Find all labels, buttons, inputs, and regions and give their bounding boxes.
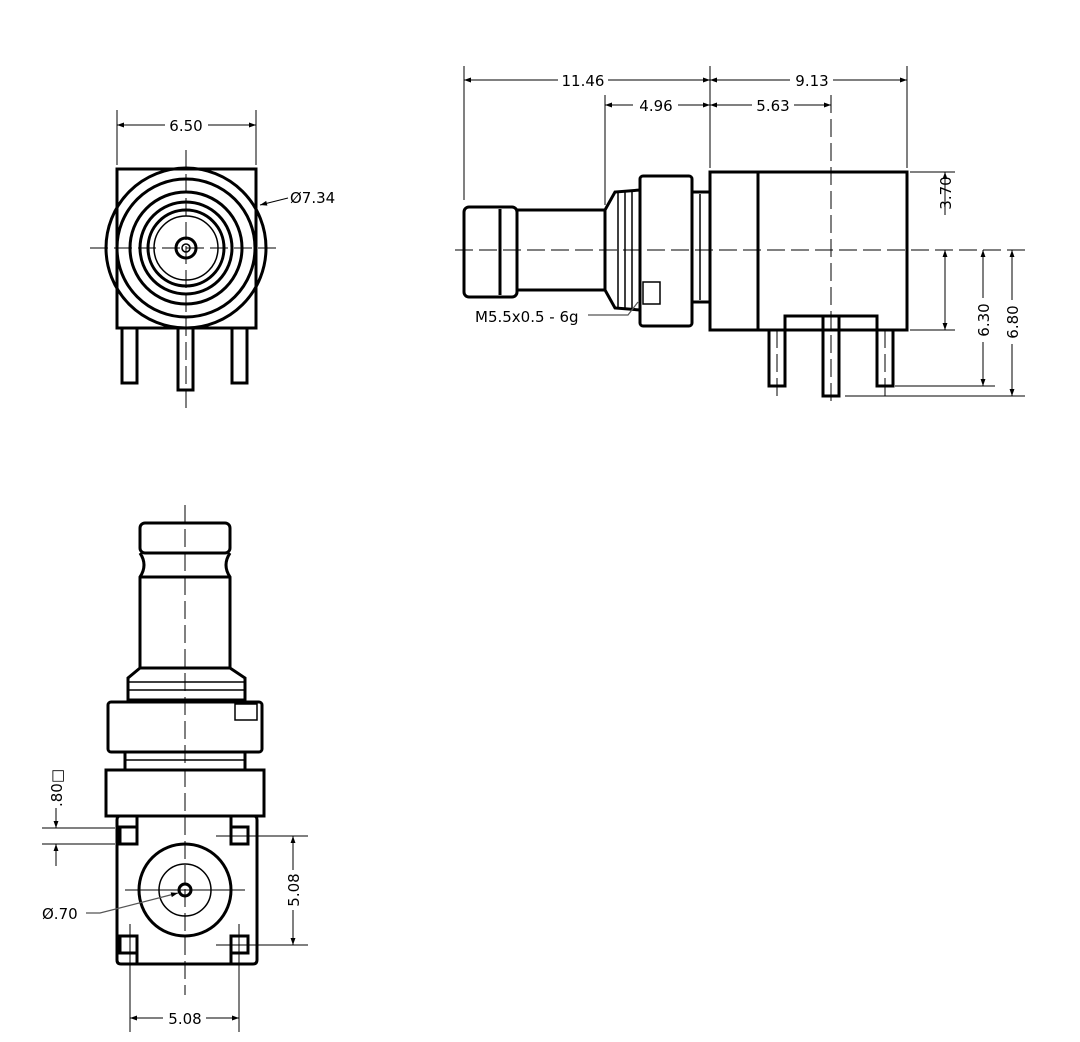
vertical-pin-spacing-dimension: 5.08 xyxy=(285,873,303,906)
thread-callout: M5.5x0.5 - 6g xyxy=(475,308,579,326)
overall-length-dimension: 11.46 xyxy=(562,72,605,90)
bottom-view: .80□ 5.08 5.08 Ø.70 xyxy=(42,505,308,1032)
pin-square-dimension: .80□ xyxy=(48,769,66,807)
connector-tip xyxy=(462,205,519,299)
front-view: 6.50 Ø7.34 xyxy=(90,110,335,410)
diameter-dimension: Ø7.34 xyxy=(290,189,335,207)
width-dimension: 6.50 xyxy=(169,117,202,135)
top-height-dimension: 3.70 xyxy=(937,176,955,209)
pin-height-dimension: 6.30 xyxy=(975,303,993,336)
pad-top-left xyxy=(118,825,139,846)
bottom-thread xyxy=(126,666,247,702)
center-pin-height-dimension: 6.80 xyxy=(1004,305,1022,338)
side-view: 11.46 9.13 4.96 5.63 3.70 6.30 6.80 M5.5… xyxy=(455,66,1030,405)
front-pin-right xyxy=(230,326,249,385)
body-length-dimension: 9.13 xyxy=(795,72,828,90)
body-flange xyxy=(708,170,760,332)
pad-bottom-left xyxy=(118,934,139,955)
body xyxy=(756,170,909,332)
body-to-pin-dimension: 5.63 xyxy=(756,97,789,115)
hole-diameter-dimension: Ø.70 xyxy=(42,905,78,923)
rear-thread xyxy=(690,190,712,304)
thread-to-body-dimension: 4.96 xyxy=(639,97,672,115)
horizontal-pin-spacing-dimension: 5.08 xyxy=(168,1010,201,1028)
pin-square-housing xyxy=(115,814,259,966)
front-pin-left xyxy=(120,326,139,385)
